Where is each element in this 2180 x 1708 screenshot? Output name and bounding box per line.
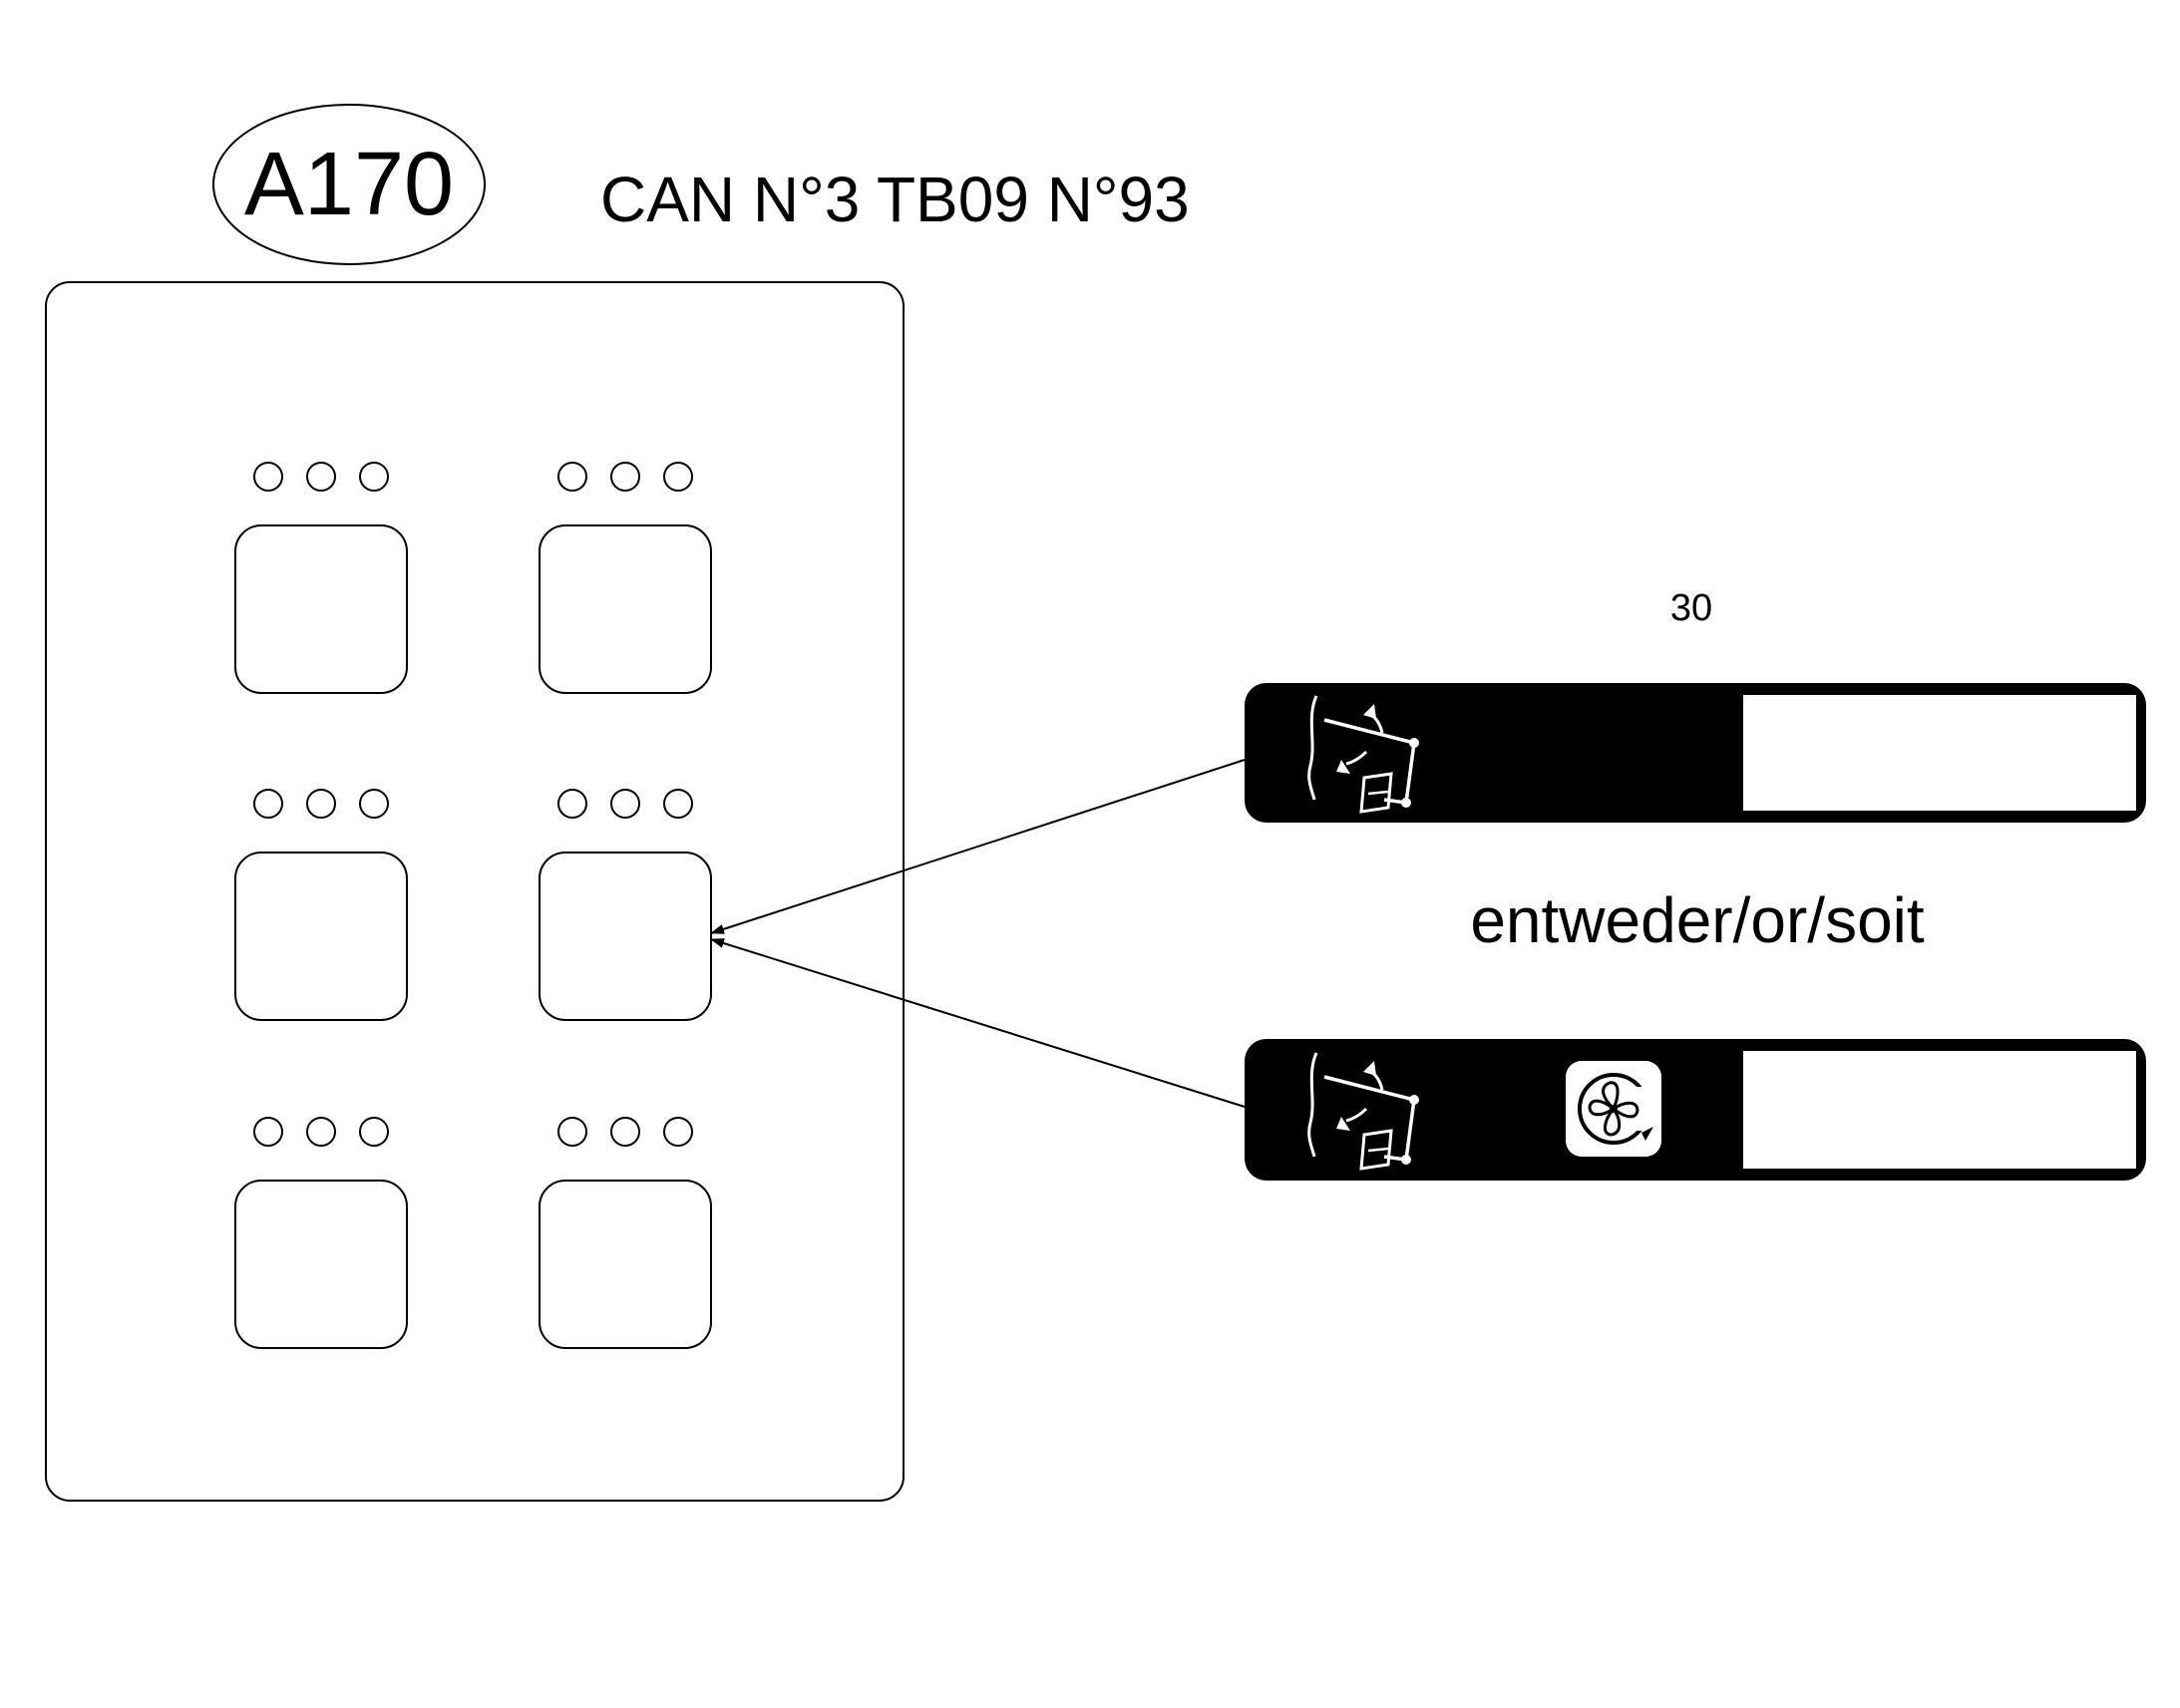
panel-switch-button-r3c1[interactable] bbox=[234, 1180, 408, 1349]
reference-number: 30 bbox=[1670, 587, 1712, 629]
strip-blank-area bbox=[1743, 695, 2136, 811]
indicator-led bbox=[253, 1117, 283, 1147]
panel-id-label: A170 bbox=[244, 135, 454, 234]
indicator-led bbox=[610, 462, 640, 492]
switch-panel-frame bbox=[45, 281, 905, 1502]
symbol-strip-option-1 bbox=[1245, 683, 2146, 823]
indicator-led bbox=[359, 789, 389, 819]
indicator-led bbox=[663, 789, 693, 819]
panel-switch-button-r2c1[interactable] bbox=[234, 852, 408, 1021]
indicator-led bbox=[253, 462, 283, 492]
indicator-led bbox=[610, 1117, 640, 1147]
indicator-led bbox=[557, 462, 587, 492]
indicator-led bbox=[253, 789, 283, 819]
panel-switch-button-r1c1[interactable] bbox=[234, 524, 408, 694]
indicator-led bbox=[557, 1117, 587, 1147]
leader-arrow-option-2 bbox=[710, 938, 1246, 1108]
panel-switch-button-r3c2[interactable] bbox=[539, 1180, 712, 1349]
indicator-led bbox=[359, 462, 389, 492]
indicator-led bbox=[306, 789, 336, 819]
panel-id-badge: A170 bbox=[212, 104, 486, 265]
leader-arrow-option-1 bbox=[710, 759, 1246, 934]
option-separator: entweder/or/soit bbox=[1470, 884, 1925, 956]
indicator-led bbox=[610, 789, 640, 819]
symbol-strip-option-2 bbox=[1245, 1039, 2146, 1181]
panel-button-grid bbox=[234, 462, 712, 1349]
indicator-led bbox=[663, 462, 693, 492]
panel-switch-button-r2c2[interactable] bbox=[539, 852, 712, 1021]
can-bus-label: CAN N°3 TB09 N°93 bbox=[600, 164, 1190, 235]
indicator-led bbox=[306, 462, 336, 492]
indicator-led bbox=[557, 789, 587, 819]
indicator-led bbox=[663, 1117, 693, 1147]
strip-blank-area bbox=[1743, 1051, 2136, 1169]
indicator-led bbox=[306, 1117, 336, 1147]
panel-switch-button-r1c2[interactable] bbox=[539, 524, 712, 694]
fan-reverse-icon bbox=[1566, 1061, 1661, 1157]
indicator-led bbox=[359, 1117, 389, 1147]
